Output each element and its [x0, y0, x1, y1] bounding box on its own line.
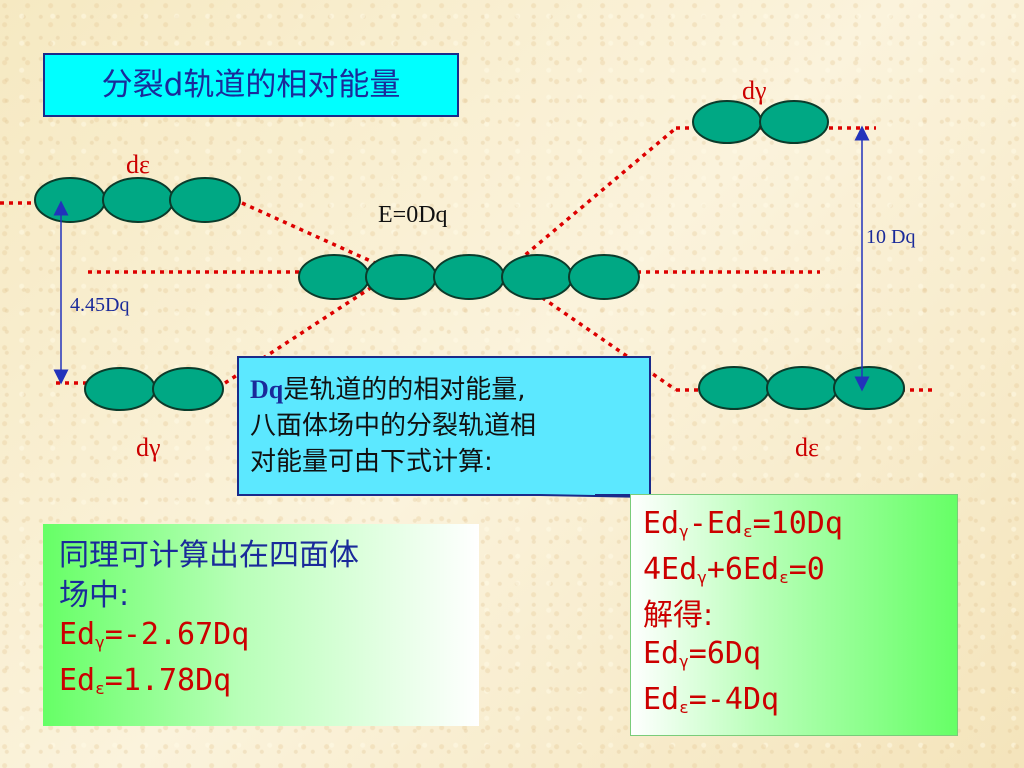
label-tet-deps: dε: [126, 150, 150, 179]
octahedral-equations-box: Edγ-Edε=10Dq 4Edγ+6Edε=0 解得: Edγ=6Dq Edε…: [630, 494, 958, 736]
tet-deps-orbital: [34, 177, 106, 223]
connector-tet-deps: [241, 201, 396, 274]
oct-equation-2: 4Edγ+6Edε=0: [643, 552, 825, 587]
degenerate-orbital: [365, 254, 437, 300]
callout-line2: 八面体场中的分裂轨道相: [250, 411, 537, 441]
tet-text-line1: 同理可计算出在四面体: [59, 538, 359, 573]
label-gap-tet: 4.45Dq: [70, 294, 130, 316]
connector-oct-dgamma: [503, 126, 678, 274]
label-oct-dgamma: dγ: [742, 76, 767, 105]
tet-dgamma-orbital: [84, 367, 156, 411]
oct-deps-orbital: [698, 366, 770, 410]
degenerate-orbital: [568, 254, 640, 300]
callout-line1: 是轨道的的相对能量,: [283, 375, 526, 405]
oct-deps-orbital: [766, 366, 838, 410]
tet-deps-orbital: [169, 177, 241, 223]
tetrahedral-result-box: 同理可计算出在四面体 场中: Edγ=-2.67Dq Edε=1.78Dq: [43, 524, 479, 726]
tet-deps-orbital: [102, 177, 174, 223]
degenerate-orbital: [433, 254, 505, 300]
callout-bold: Dq: [250, 375, 284, 404]
oct-dgamma-orbital: [692, 100, 762, 144]
oct-equation-1: Edγ-Edε=10Dq: [643, 506, 843, 541]
label-zero-energy: E=0Dq: [378, 202, 448, 228]
oct-dgamma-orbital: [759, 100, 829, 144]
degenerate-orbital: [501, 254, 573, 300]
oct-solve-label: 解得:: [643, 598, 714, 633]
label-oct-deps: dε: [795, 433, 819, 462]
connector-tet-dgamma: [224, 270, 396, 385]
orbitals: [34, 100, 905, 411]
callout-text: Dq是轨道的的相对能量, 八面体场中的分裂轨道相 对能量可由下式计算:: [250, 372, 640, 480]
degenerate-orbital: [298, 254, 370, 300]
tet-dgamma-orbital: [152, 367, 224, 411]
tet-text-line2: 场中:: [59, 578, 130, 613]
callout-line3: 对能量可由下式计算:: [250, 447, 493, 477]
oct-deps-orbital: [833, 366, 905, 410]
label-gap-oct: 10 Dq: [866, 226, 916, 248]
page-title: 分裂d轨道的相对能量: [43, 53, 459, 117]
oct-equation-3: Edγ=6Dq: [643, 636, 762, 671]
tet-equation-1: Edγ=-2.67Dq: [59, 617, 250, 652]
oct-equation-4: Edε=-4Dq: [643, 682, 780, 717]
label-tet-dgamma: dγ: [136, 433, 161, 462]
tet-equation-2: Edε=1.78Dq: [59, 663, 232, 698]
